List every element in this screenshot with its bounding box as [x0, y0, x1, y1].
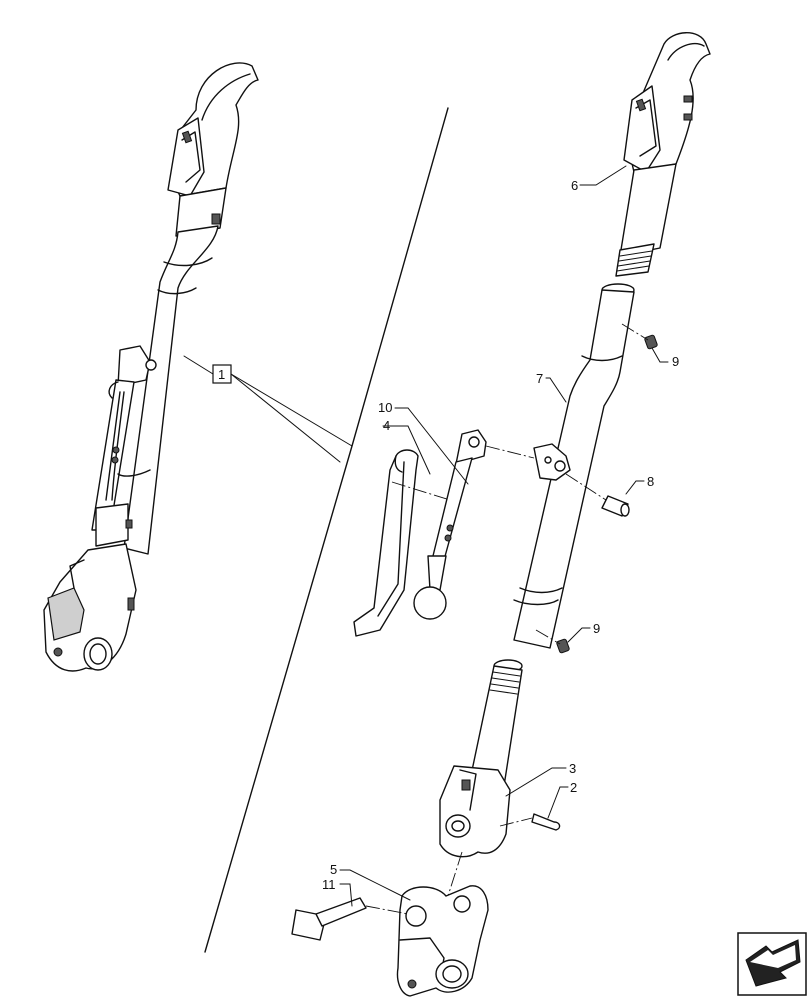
part-8-pin	[565, 473, 630, 517]
part-10-ball-link	[413, 429, 535, 620]
part-9-grease-fitting-lower	[535, 629, 570, 654]
separator-line	[204, 107, 449, 953]
callout-2: 2	[570, 780, 577, 795]
part-11-pin	[291, 897, 409, 941]
part-9-grease-fitting-upper	[621, 323, 658, 350]
callout-9-lower: 9	[593, 621, 600, 636]
previous-page-arrow-icon[interactable]	[737, 932, 807, 996]
callout-3: 3	[569, 761, 576, 776]
part-4-retainer-clip	[353, 449, 451, 637]
callout-7: 7	[536, 371, 543, 386]
part-6-hook-end	[615, 32, 711, 277]
callout-11: 11	[322, 877, 336, 892]
assembled-top-link	[43, 62, 259, 672]
callout-leaders	[339, 165, 669, 907]
callout-6: 6	[571, 178, 578, 193]
callout-9-upper: 9	[672, 354, 679, 369]
part-7-main-tube	[513, 283, 635, 649]
callout-10: 10	[378, 400, 392, 415]
part-5-clevis	[396, 885, 489, 997]
part-2-split-pin	[499, 813, 561, 831]
axis-line-lower	[447, 851, 463, 897]
assembly-callout-box: 1	[212, 364, 232, 384]
assembly-callout-label: 1	[218, 367, 225, 382]
assembly-leader-lines	[183, 355, 353, 463]
callout-5: 5	[330, 862, 337, 877]
callout-8: 8	[647, 474, 654, 489]
part-3-lower-yoke	[439, 659, 523, 858]
callout-4: 4	[383, 418, 390, 433]
